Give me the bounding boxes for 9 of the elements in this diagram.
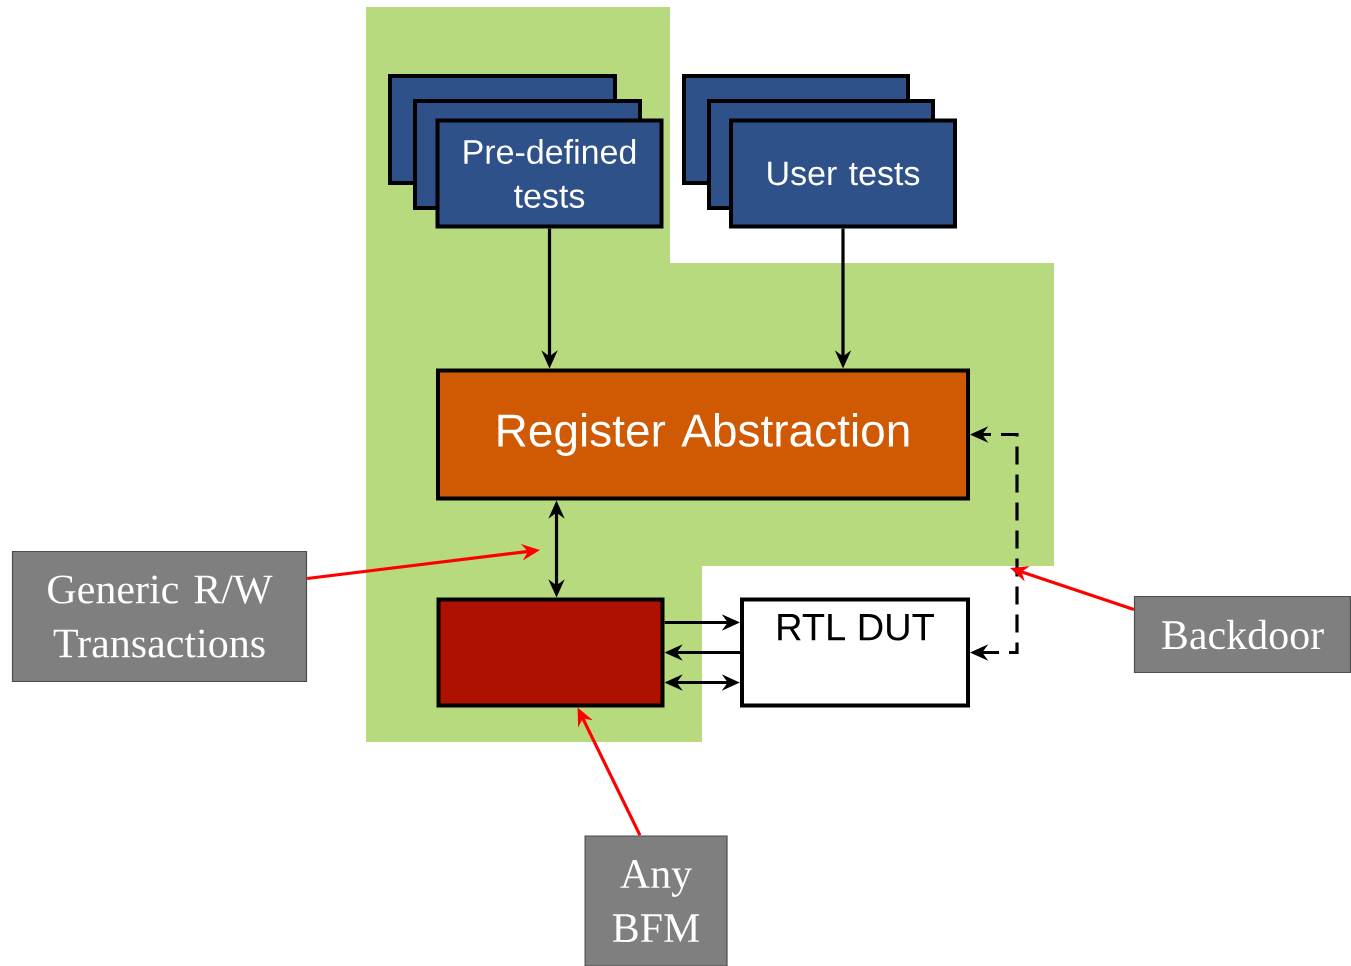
test-stack: User tests <box>682 74 957 229</box>
register-box: Register Abstraction <box>436 368 970 501</box>
callout-box: Any BFM <box>584 835 728 966</box>
node-label: tests <box>514 185 585 209</box>
callout-box: Backdoor <box>1133 595 1351 674</box>
bfm-box <box>436 597 665 708</box>
test-stack: Pre-defined tests <box>388 74 664 229</box>
dut-box: RTL DUT <box>740 597 970 708</box>
callout-box: Generic R/W Transactions <box>11 550 308 683</box>
